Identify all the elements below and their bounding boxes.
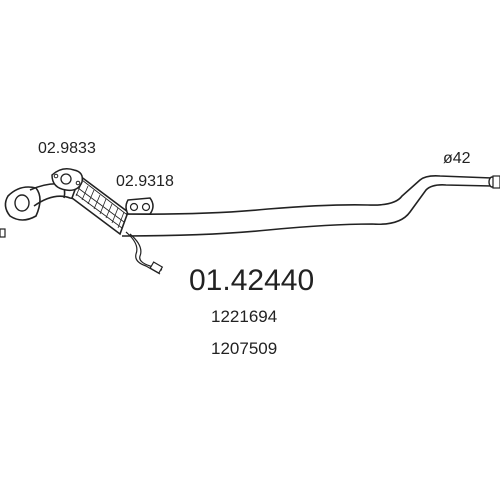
edge-fragment [0,228,6,238]
outlet-diameter-label: ø42 [443,150,471,167]
hanger-part [125,197,154,215]
flange-gasket-label: 02.9833 [38,140,96,157]
main-pipe [121,175,493,237]
outlet-end [488,175,500,189]
rubber-hanger-label: 02.9318 [116,173,174,190]
oem-reference-2: 1207509 [211,339,278,358]
oem-reference-1: 1221694 [211,307,278,326]
part-number-title: 01.42440 [189,264,315,297]
gasket-part [51,168,84,192]
inlet-flange [4,186,41,221]
sensor-wire [125,231,164,275]
